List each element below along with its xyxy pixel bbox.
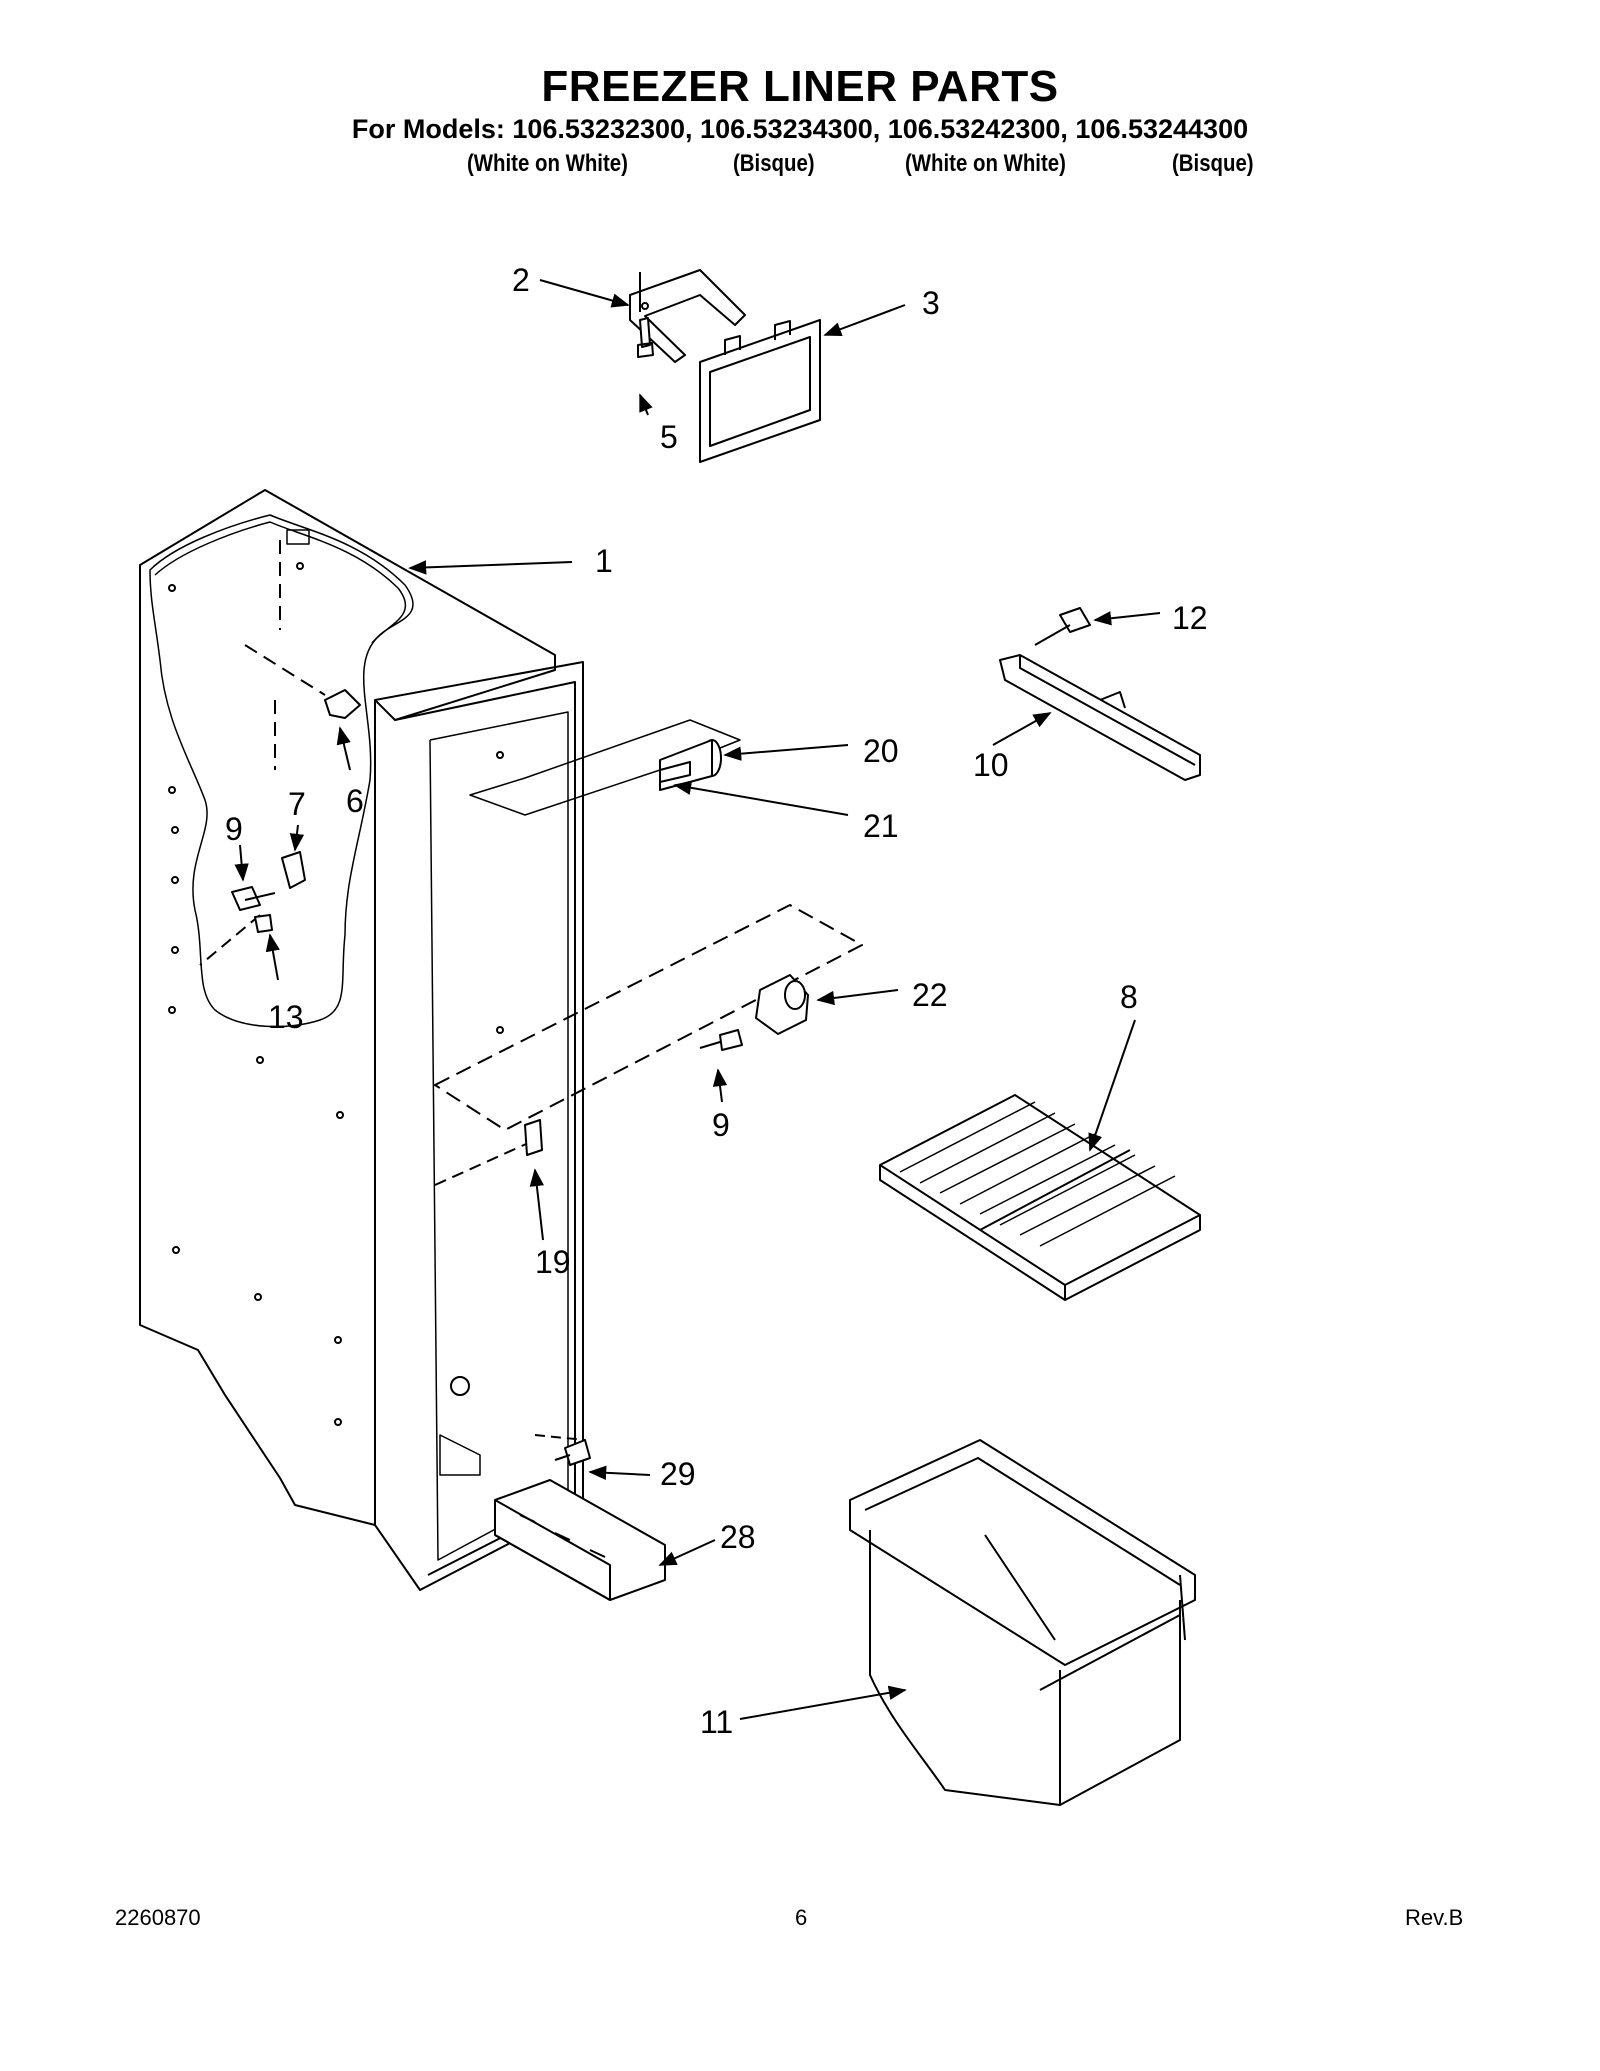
callout-8: 8 bbox=[1120, 979, 1138, 1015]
callout-3: 3 bbox=[922, 285, 940, 321]
part-11-bin bbox=[849, 1439, 1196, 1806]
part-10-rail bbox=[999, 654, 1201, 781]
part-20-roller bbox=[469, 719, 741, 816]
callout-12: 12 bbox=[1172, 600, 1208, 636]
part-3-grille bbox=[699, 319, 821, 463]
callout-29: 29 bbox=[660, 1456, 696, 1492]
part-13-screw bbox=[254, 914, 273, 933]
part-9-screw-left bbox=[231, 886, 276, 911]
variant-label-1: (White on White) bbox=[467, 150, 628, 177]
callout-22: 22 bbox=[912, 977, 948, 1013]
part-12-screw bbox=[1034, 607, 1091, 646]
callout-7: 7 bbox=[288, 786, 306, 822]
callout-11: 11 bbox=[700, 1704, 733, 1740]
callout-10: 10 bbox=[973, 747, 1009, 783]
variant-label-2: (Bisque) bbox=[733, 150, 815, 177]
callout-6: 6 bbox=[346, 783, 364, 819]
callout-2: 2 bbox=[512, 262, 530, 298]
part-8-shelf bbox=[879, 1094, 1201, 1301]
freezer-liner bbox=[139, 489, 586, 1591]
page-number: 6 bbox=[795, 1905, 808, 1930]
callout-19: 19 bbox=[535, 1244, 571, 1280]
doc-number: 2260870 bbox=[115, 1905, 201, 1930]
revision: Rev.B bbox=[1405, 1905, 1464, 1930]
callout-13: 13 bbox=[268, 999, 304, 1035]
part-22-support bbox=[434, 904, 863, 1131]
page-title: FREEZER LINER PARTS bbox=[541, 62, 1059, 111]
variant-label-3: (White on White) bbox=[905, 150, 1066, 177]
callout-leaders bbox=[234, 279, 1161, 1720]
callout-9-right: 9 bbox=[712, 1107, 730, 1143]
models-line: For Models: 106.53232300, 106.53234300, … bbox=[351, 114, 1249, 144]
callout-28: 28 bbox=[720, 1519, 756, 1555]
part-29-screw bbox=[554, 1439, 591, 1466]
part-5-screw bbox=[637, 317, 654, 358]
callout-21: 21 bbox=[863, 808, 899, 844]
variant-label-4: (Bisque) bbox=[1172, 150, 1254, 177]
callout-20: 20 bbox=[863, 733, 899, 769]
part-28-cover bbox=[494, 1479, 666, 1601]
part-2-bracket bbox=[629, 269, 746, 363]
part-7-bracket bbox=[281, 851, 306, 889]
part-19-clip bbox=[524, 1119, 543, 1156]
callout-1: 1 bbox=[595, 543, 613, 579]
callout-9-left: 9 bbox=[225, 811, 243, 847]
part-6-clip bbox=[324, 689, 361, 719]
callout-5: 5 bbox=[660, 419, 678, 455]
